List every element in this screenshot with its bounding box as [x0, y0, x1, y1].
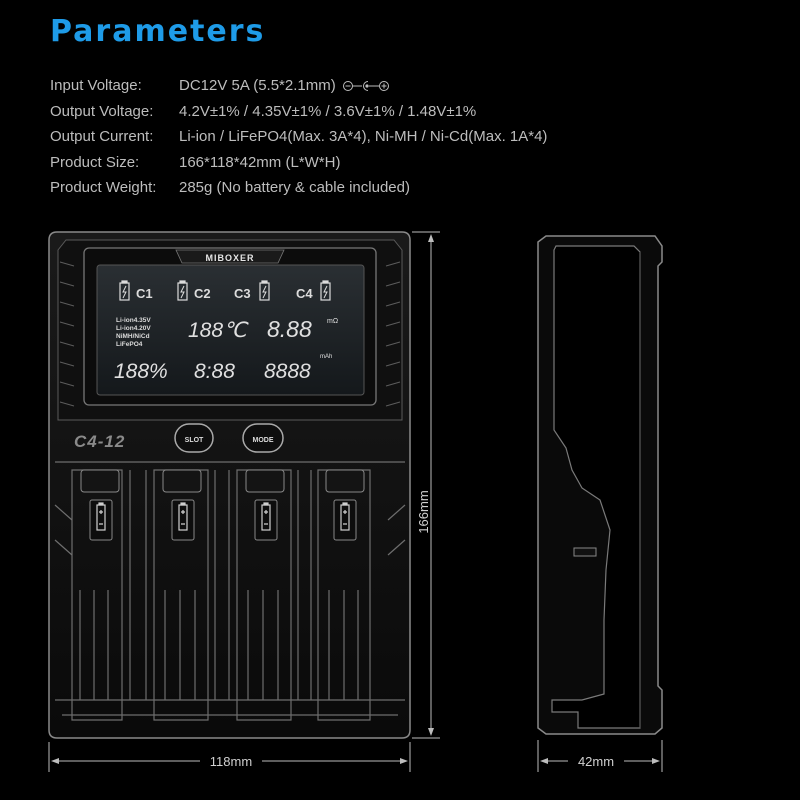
- battery-type-4: LiFePO4: [116, 341, 143, 348]
- page-title: Parameters: [50, 14, 266, 49]
- mode-button[interactable]: [242, 423, 284, 453]
- channel-label-c4: C4: [296, 286, 313, 301]
- battery-icon: [340, 502, 350, 531]
- spec-value: Li-ion / LiFePO4(Max. 3A*4), Ni-MH / Ni-…: [179, 128, 548, 145]
- model-name: C4-12: [74, 432, 125, 451]
- channel-label-c2: C2: [194, 286, 211, 301]
- lcd-capacity-unit: mAh: [320, 354, 332, 360]
- lcd-screen: [96, 264, 365, 396]
- brand-logo: MIBOXER: [205, 253, 254, 263]
- spec-value: DC12V 5A (5.5*2.1mm): [179, 76, 394, 102]
- side-contact: [573, 547, 597, 557]
- battery-slider-1[interactable]: [80, 469, 120, 541]
- battery-slider-2[interactable]: [162, 469, 202, 541]
- spec-value: 285g (No battery & cable included): [179, 179, 410, 196]
- channel-label-c1: C1: [136, 286, 153, 301]
- height-dimension: [412, 231, 440, 739]
- battery-type-3: NiMH/NiCd: [116, 333, 150, 340]
- spec-label: Output Current:: [50, 128, 154, 145]
- polarity-icon: [342, 81, 389, 92]
- channel-label-c3: C3: [234, 286, 251, 301]
- front-view: MIBOXER C1 C2 C3 C4 Li-ion4.35V Li-ion4.…: [48, 231, 440, 772]
- lcd-capacity: 8888: [264, 360, 311, 383]
- lcd-resistance: 8.88: [267, 316, 312, 342]
- battery-type-1: Li-ion4.35V: [116, 317, 151, 324]
- depth-label: 42mm: [578, 754, 614, 769]
- mode-button-label: MODE: [253, 437, 274, 444]
- battery-slider-4[interactable]: [325, 469, 365, 541]
- spec-list: Input Voltage: DC12V 5A (5.5*2.1mm) Outp…: [50, 76, 547, 204]
- spec-value: 166*118*42mm (L*W*H): [179, 153, 341, 171]
- height-label: 166mm: [416, 490, 431, 533]
- spec-label: Output Voltage:: [50, 102, 154, 120]
- lcd-temperature: 188℃: [188, 319, 249, 342]
- brand-plate: [175, 249, 285, 264]
- slot-button-label: SLOT: [185, 437, 204, 444]
- lcd-percent: 188%: [114, 360, 168, 383]
- battery-bays: [54, 461, 406, 721]
- spec-row-output-voltage: Output Voltage: 4.2V±1% / 4.35V±1% / 3.6…: [50, 102, 547, 128]
- lcd-channel-icons: [119, 280, 331, 301]
- battery-type-2: Li-ion4.20V: [116, 325, 151, 332]
- spec-row-output-current: Output Current: Li-ion / LiFePO4(Max. 3A…: [50, 127, 547, 153]
- battery-icon: [261, 502, 271, 531]
- width-label: 118mm: [210, 754, 252, 769]
- depth-dimension: [537, 740, 663, 772]
- side-view: 42mm: [537, 235, 663, 772]
- width-dimension: [48, 742, 411, 772]
- battery-icon: [96, 502, 106, 531]
- lcd-time: 8:88: [194, 360, 235, 383]
- spec-row-product-size: Product Size: 166*118*42mm (L*W*H): [50, 153, 547, 179]
- battery-icon: [178, 502, 188, 531]
- spec-value: 4.2V±1% / 4.35V±1% / 3.6V±1% / 1.48V±1%: [179, 102, 477, 120]
- spec-row-product-weight: Product Weight: 285g (No battery & cable…: [50, 178, 547, 204]
- spec-label: Product Size:: [50, 153, 140, 171]
- battery-slider-3[interactable]: [245, 469, 285, 541]
- spec-row-input-voltage: Input Voltage: DC12V 5A (5.5*2.1mm): [50, 76, 547, 102]
- slot-button[interactable]: [174, 423, 214, 453]
- side-slot-cutout: [551, 245, 641, 729]
- spec-label: Input Voltage:: [50, 77, 142, 94]
- lcd-resistance-unit: mΩ: [327, 318, 338, 325]
- side-ridges: [59, 261, 401, 407]
- spec-label: Product Weight:: [50, 179, 157, 196]
